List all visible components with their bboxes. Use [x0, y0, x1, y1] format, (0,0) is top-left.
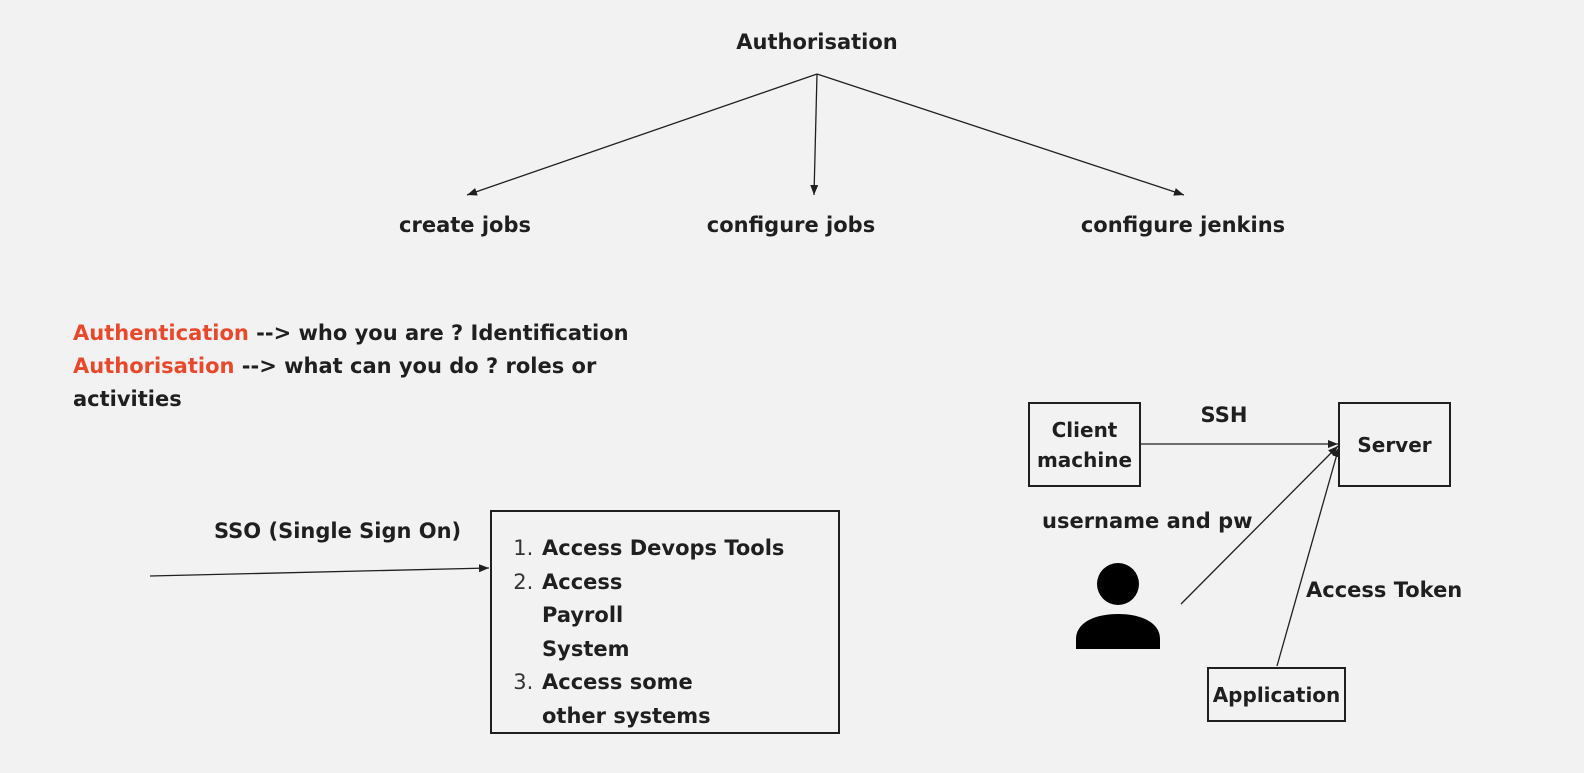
tree-child-configure-jenkins: configure jenkins [1080, 213, 1286, 237]
arrow-to-create-jobs [466, 73, 818, 196]
access-token-label: Access Token [1306, 578, 1463, 602]
authorisation-definition: --> what can you do ? roles or activitie… [73, 354, 597, 411]
list-item: Access some other systems [540, 666, 818, 733]
definitions-text: Authentication --> who you are ? Identif… [73, 317, 633, 416]
server-box: Server [1338, 402, 1451, 487]
application-box: Application [1207, 667, 1346, 722]
arrow-to-configure-jobs [810, 73, 819, 196]
ssh-label: SSH [1200, 403, 1248, 427]
tree-child-configure-jobs: configure jobs [706, 213, 876, 237]
arrow-to-configure-jenkins [816, 73, 1185, 196]
arrow-sso [149, 564, 490, 577]
sso-systems-list: Access Devops Tools Access Payroll Syste… [492, 512, 838, 733]
sso-systems-box: Access Devops Tools Access Payroll Syste… [490, 510, 840, 734]
person-icon [1076, 563, 1160, 649]
sso-label: SSO (Single Sign On) [214, 519, 462, 543]
tree-root-label: Authorisation [736, 30, 898, 54]
tree-child-create-jobs: create jobs [399, 213, 531, 237]
client-machine-box: Client machine [1028, 402, 1141, 487]
client-machine-label: Client machine [1036, 417, 1133, 472]
arrow-user-to-server [1180, 445, 1339, 605]
server-label: Server [1357, 432, 1432, 457]
authentication-definition: --> who you are ? Identification [248, 321, 629, 345]
list-item: Access Devops Tools [540, 532, 818, 566]
arrow-application-to-server [1276, 446, 1341, 667]
list-item: Access Payroll System [540, 566, 818, 667]
application-label: Application [1212, 682, 1341, 707]
username-pw-label: username and pw [1042, 509, 1253, 533]
authentication-term: Authentication [73, 321, 249, 345]
authorisation-term: Authorisation [73, 354, 235, 378]
